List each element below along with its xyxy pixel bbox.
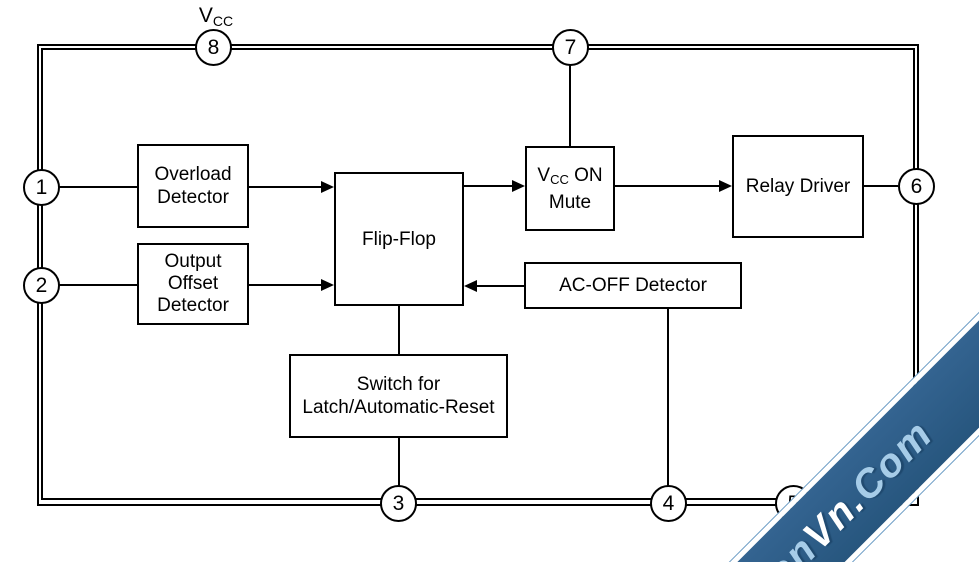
block-label: AC-OFF Detector (559, 275, 707, 296)
connector-relay-pin6 (864, 185, 898, 187)
connector-flipflop-mute (464, 185, 514, 187)
block-latch-reset-switch: Switch for Latch/Automatic-Reset (289, 354, 508, 438)
pin-6: 6 (898, 168, 935, 205)
connector-acoff-flipflop (476, 285, 524, 287)
mute-vcc-base: V (537, 164, 551, 186)
block-ac-off-detector: AC-OFF Detector (524, 262, 742, 309)
block-label: Latch/Automatic-Reset (302, 397, 495, 418)
block-label: Offset (167, 273, 219, 294)
pin-1: 1 (23, 169, 60, 206)
vcc-subscript: CC (212, 13, 234, 29)
block-label: VCC ON (537, 164, 602, 191)
pin-number: 7 (564, 35, 577, 59)
block-relay-driver: Relay Driver (732, 135, 864, 238)
block-label: Relay Driver (745, 176, 851, 197)
connector-pin2-offset (58, 284, 138, 286)
pin-2: 2 (23, 267, 60, 304)
block-label: Flip-Flop (362, 228, 436, 250)
connector-overload-flipflop (248, 186, 324, 188)
vcc-label: VCC (186, 4, 246, 29)
arrowhead-offset-flipflop (321, 279, 334, 291)
block-label: Detector (157, 187, 229, 208)
pin-number: 8 (207, 35, 220, 59)
block-vcc-on-mute: VCC ON Mute (525, 146, 615, 231)
pin-number: 4 (662, 491, 675, 515)
block-overload-detector: Overload Detector (137, 144, 249, 228)
vcc-base: V (198, 4, 213, 27)
connector-pin7-mute (569, 64, 571, 146)
block-label: Switch for (356, 374, 441, 395)
pin-number: 2 (35, 273, 48, 297)
pin-number: 3 (392, 491, 405, 515)
connector-mute-relay (614, 185, 722, 187)
pin-number: 1 (35, 175, 48, 199)
arrowhead-flipflop-mute (512, 180, 525, 192)
block-label: Mute (548, 191, 592, 213)
connector-flipflop-switch (398, 305, 400, 354)
pin-8: 8 (195, 29, 232, 66)
block-output-offset-detector: Output Offset Detector (137, 243, 249, 325)
pin-4: 4 (650, 485, 687, 522)
pin-3: 3 (380, 485, 417, 522)
pin-7: 7 (552, 29, 589, 66)
pin-number: 6 (910, 174, 923, 198)
arrowhead-mute-relay (719, 180, 732, 192)
connector-acoff-pin4 (667, 308, 669, 486)
mute-on-text: ON (568, 164, 603, 186)
block-label: Output (164, 251, 222, 272)
arrowhead-overload-flipflop (321, 181, 334, 193)
mute-vcc-subscript: CC (550, 171, 569, 187)
block-flip-flop: Flip-Flop (334, 172, 464, 306)
connector-offset-flipflop (248, 284, 324, 286)
block-label: Overload (154, 164, 232, 185)
connector-pin1-overload (58, 186, 138, 188)
connector-switch-pin3 (398, 438, 400, 486)
arrowhead-acoff-flipflop (464, 280, 477, 292)
block-label: Detector (157, 295, 229, 316)
